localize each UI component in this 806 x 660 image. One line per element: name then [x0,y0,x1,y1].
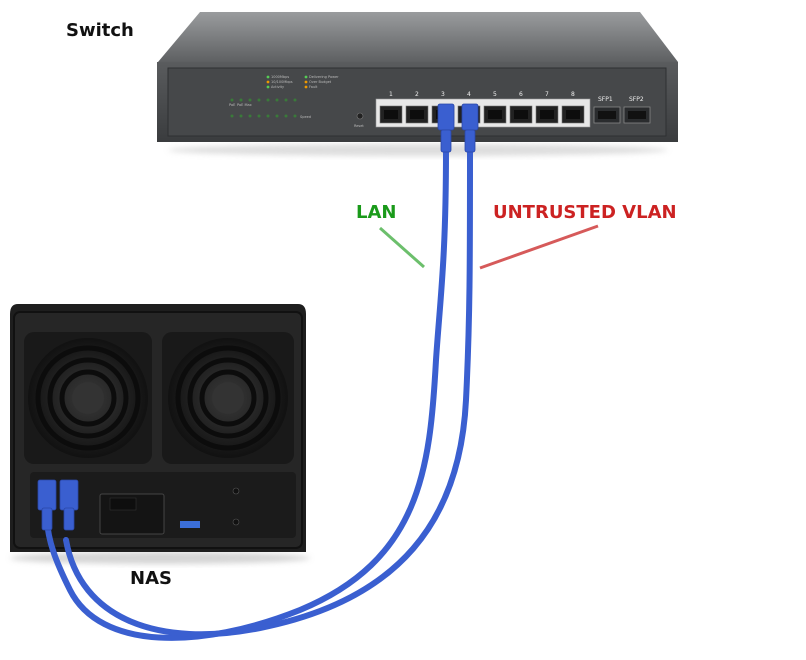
status-led [239,114,243,118]
status-led [257,114,261,118]
legend-right-2: Fault [309,85,318,89]
nas-fan-left [24,332,152,464]
status-led [257,98,261,102]
status-led [293,98,297,102]
port-number-label: 6 [519,91,523,98]
status-led [266,114,270,118]
port-number-label: 7 [545,91,549,98]
rj45-port-socket [384,110,398,119]
status-led [275,98,279,102]
lan-pointer-line [379,226,425,269]
legend-left-0: 1000Mbps [271,75,289,79]
nas-plug-lan [37,479,57,531]
lan-label: LAN [356,202,397,223]
rj45-port-socket [566,110,580,119]
led-label-poe: PoE [229,103,235,107]
status-led [248,114,252,118]
sfp1-label: SFP1 [598,96,613,103]
nas-fan-right [162,332,294,464]
status-led [293,114,297,118]
status-led [230,98,234,102]
status-led [248,98,252,102]
nas-usb-port[interactable] [180,521,200,528]
status-led [284,98,288,102]
untrusted-vlan-label: UNTRUSTED VLAN [493,202,677,223]
port-number-label: 2 [415,91,419,98]
status-led [266,98,270,102]
switch-plug-vlan [461,103,479,153]
reset-label: Reset [354,124,364,128]
port-number-label: 5 [493,91,497,98]
led-label-speed: Speed [300,115,311,119]
cable-untrusted-vlan [63,147,473,638]
port-number-label: 4 [467,91,471,98]
switch-device: 1000Mbps 10/100Mbps Activity Delivering … [157,12,678,156]
port-number-label: 8 [571,91,575,98]
port-number-label: 1 [389,91,393,98]
vlan-pointer-line [479,224,599,270]
reset-button[interactable] [356,112,364,120]
status-led-grid [230,98,297,118]
legend-left-2: Activity [271,85,284,89]
nas-plug-vlan [59,479,79,531]
nas-device [10,304,310,564]
status-led [230,114,234,118]
led-label-poe-max: PoE Max [237,103,252,107]
sfp2-label: SFP2 [629,96,644,103]
ethernet-cables [37,103,479,641]
switch-plug-lan [437,103,455,153]
status-led [275,114,279,118]
legend-right-0: Delivering Power [309,75,339,79]
rj45-port-socket [540,110,554,119]
rj45-port-socket [410,110,424,119]
port-number-label: 3 [441,91,445,98]
status-led [239,98,243,102]
led-legend: 1000Mbps 10/100Mbps Activity Delivering … [266,75,339,89]
cable-lan [44,147,449,641]
legend-left-1: 10/100Mbps [271,80,293,84]
rj45-port-socket [488,110,502,119]
status-led [284,114,288,118]
switch-title: Switch [66,20,134,41]
rj45-port-socket [514,110,528,119]
nas-title: NAS [130,568,172,589]
legend-right-1: Over Budget [309,80,332,84]
